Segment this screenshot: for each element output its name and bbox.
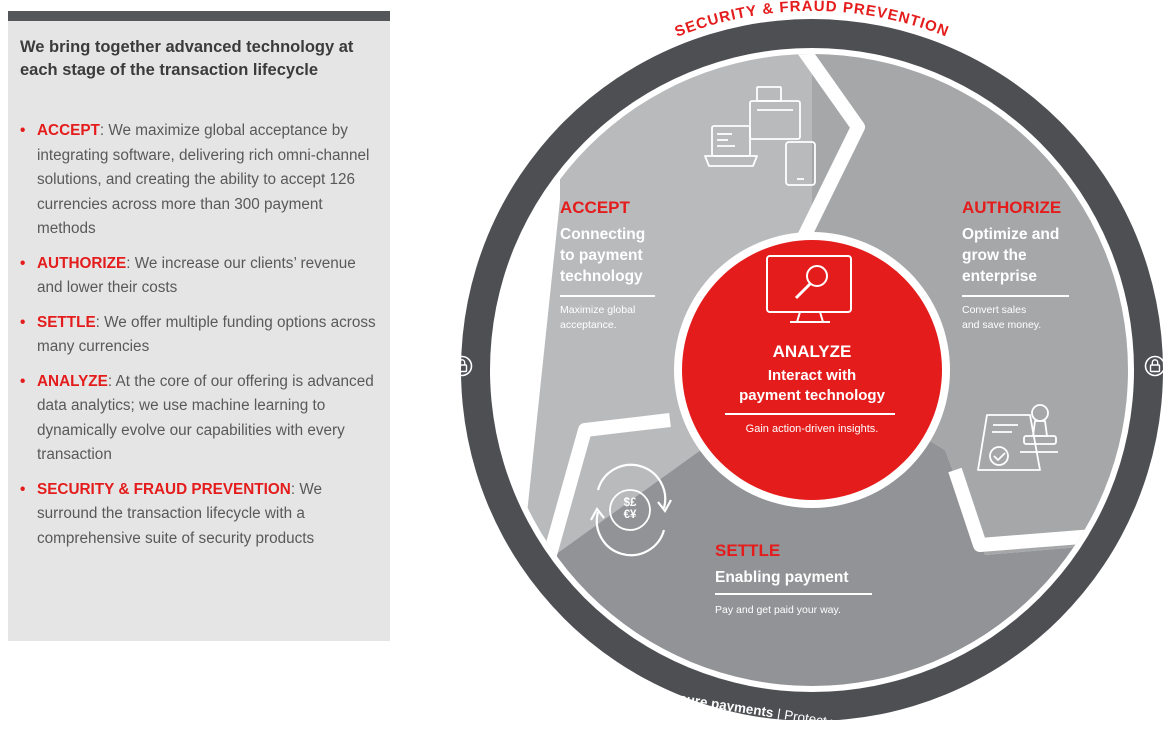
authorize-detail: Convert sales and save money. [962,303,1041,333]
bullet-term: AUTHORIZE [37,254,127,272]
bullet-text: We offer multiple funding options across… [37,313,376,356]
accept-subtitle-line-1: Connecting [560,226,646,243]
bullet-marker: • [20,313,26,331]
bullet-list: • ACCEPT: We maximize global acceptance b… [20,119,382,561]
analyze-center [682,240,942,500]
analyze-subtitle: Interact with payment technology [712,366,912,406]
bullet-term: SECURITY & FRAUD PREVENTION [37,480,291,498]
bullet-marker: • [20,122,26,139]
bullet-separator: : [95,313,105,331]
authorize-subtitle-line-3: enterprise [962,268,1037,285]
bullet-text: We surround the transaction lifecycle wi… [37,480,323,547]
authorize-detail-line-1: Convert sales [962,304,1027,316]
bullet-term: ANALYZE [37,372,108,390]
authorize-subtitle: Optimize and grow the enterprise [962,224,1059,287]
bullet-text: At the core of our offering is advanced … [37,372,374,464]
authorize-title: AUTHORIZE [962,198,1062,217]
bullet-security: • SECURITY & FRAUD PREVENTION: We surroun… [20,478,382,552]
authorize-subtitle-line-1: Optimize and [962,226,1060,243]
accept-detail: Maximize global acceptance. [560,303,635,333]
bullet-accept: • ACCEPT: We maximize global acceptance b… [20,119,382,242]
lock-icon [451,355,473,377]
bullet-marker: • [20,254,26,272]
accept-subtitle-line-2: to payment [560,247,643,264]
bullet-separator: : [126,254,135,272]
analyze-divider [725,413,895,415]
panel-heading: We bring together advanced technology at… [20,38,354,79]
ring-bottom-separator: | [775,706,782,722]
authorize-detail-line-2: and save money. [962,319,1042,331]
accept-subtitle: Connecting to payment technology [560,224,645,287]
bullet-separator: : [107,372,116,390]
accept-subtitle-line-3: technology [560,268,643,285]
settle-divider [715,593,872,595]
info-panel: We bring together advanced technology at… [8,11,390,641]
lock-icon [1144,355,1166,377]
accept-segment [520,54,812,580]
settle-detail: Pay and get paid your way. [715,604,841,616]
accept-arrow-edge [793,54,872,249]
analyze-title: ANALYZE [772,342,852,361]
bullet-marker: • [20,372,26,390]
currency-symbols: $£ €¥ [617,497,643,521]
bullet-separator: : [99,122,109,139]
bullet-term: SETTLE [37,313,96,331]
authorize-subtitle-line-2: grow the [962,247,1027,264]
analyze-subtitle-line-1: Interact with [767,367,857,384]
settle-subtitle: Enabling payment [715,569,849,586]
bullet-text: We maximize global acceptance by integra… [37,122,370,237]
bullet-separator: : [290,480,300,498]
pos-terminal-icon [704,86,816,186]
analyze-subtitle-line-2: payment technology [739,387,885,404]
panel-top-bar [8,11,390,21]
bullet-text: We increase our clients’ revenue and low… [37,254,356,297]
accept-divider [560,295,655,297]
bullet-authorize: • AUTHORIZE: We increase our clients’ rev… [20,252,382,301]
stamp-document-icon [977,404,1058,471]
bullet-marker: • [20,480,26,498]
accept-detail-line-2: acceptance. [560,319,617,331]
analyze-detail: Gain action-driven insights. [745,423,879,435]
settle-title: SETTLE [715,541,781,560]
authorize-divider [962,295,1069,297]
accept-title: ACCEPT [560,198,630,217]
lifecycle-diagram: SECURITY & FRAUD PREVENTION [451,0,1166,720]
currency-exchange-icon [590,463,672,557]
bullet-settle: • SETTLE: We offer multiple funding optio… [20,311,382,360]
currency-symbols-bottom: €¥ [623,509,637,521]
settle-arrow-edge [533,413,671,592]
currency-symbols-top: $£ [623,497,637,509]
accept-detail-line-1: Maximize global [560,304,636,316]
bullet-term: ACCEPT [37,122,100,139]
monitor-search-icon [766,255,852,323]
bullet-analyze: • ANALYZE: At the core of our offering is… [20,370,382,468]
